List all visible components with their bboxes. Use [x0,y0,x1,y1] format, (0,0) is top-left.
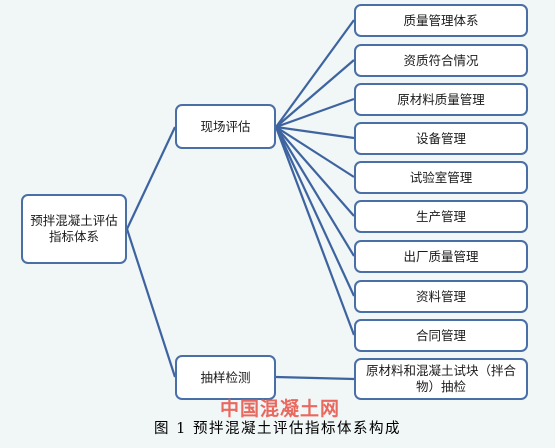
connector-site-leaf-2 [275,97,355,129]
root-node-label: 预拌混凝土评估指标体系 [30,213,118,244]
leaf-node: 质量管理体系 [354,4,528,37]
leaf-node: 合同管理 [354,319,528,352]
leaf-node-label: 原材料质量管理 [397,91,485,107]
leaf-node: 出厂质量管理 [354,240,528,273]
leaf-node: 资料管理 [354,280,528,313]
leaf-node: 设备管理 [354,122,528,155]
branch-node-site-evaluation: 现场评估 [175,104,276,149]
connector-site-leaf-4 [275,126,355,178]
leaf-node-label: 原材料和混凝土试块（拌合物）抽检 [365,363,516,394]
branch-node-label: 抽样检测 [200,369,251,385]
connector-root-site [126,126,176,230]
leaf-node: 原材料和混凝土试块（拌合物）抽检 [354,358,528,400]
leaf-node-label: 资质符合情况 [403,52,479,68]
connector-site-leaf-0 [275,19,355,128]
figure-caption: 图 1 预拌混凝土评估指标体系构成 [154,421,401,437]
leaf-node-label: 质量管理体系 [403,12,479,28]
leaf-node-label: 设备管理 [415,130,466,146]
connector-site-leaf-6 [275,126,355,257]
leaf-node-label: 出厂质量管理 [403,248,479,264]
root-node: 预拌混凝土评估指标体系 [21,194,127,264]
connector-site-leaf-3 [275,125,355,140]
leaf-node: 生产管理 [354,200,528,233]
leaf-node-label: 资料管理 [415,288,466,304]
connector-site-leaf-5 [275,126,355,217]
watermark: 中国混凝土网 [219,398,340,420]
branch-node-label: 现场评估 [200,118,251,134]
leaf-node: 原材料质量管理 [354,83,528,116]
leaf-node-label: 生产管理 [415,208,466,224]
leaf-node-label: 合同管理 [415,327,466,343]
leaf-node-label: 试验室管理 [409,169,473,185]
leaf-node: 资质符合情况 [354,44,528,77]
leaf-node: 试验室管理 [354,161,528,194]
connector-site-leaf-1 [275,59,355,128]
connector-site-leaf-8 [274,126,356,336]
branch-node-sampling-test: 抽样检测 [175,355,276,400]
connector-site-leaf-7 [275,126,355,297]
connector-root-sample [125,228,177,378]
connector-sample-leaf-9 [275,375,355,381]
